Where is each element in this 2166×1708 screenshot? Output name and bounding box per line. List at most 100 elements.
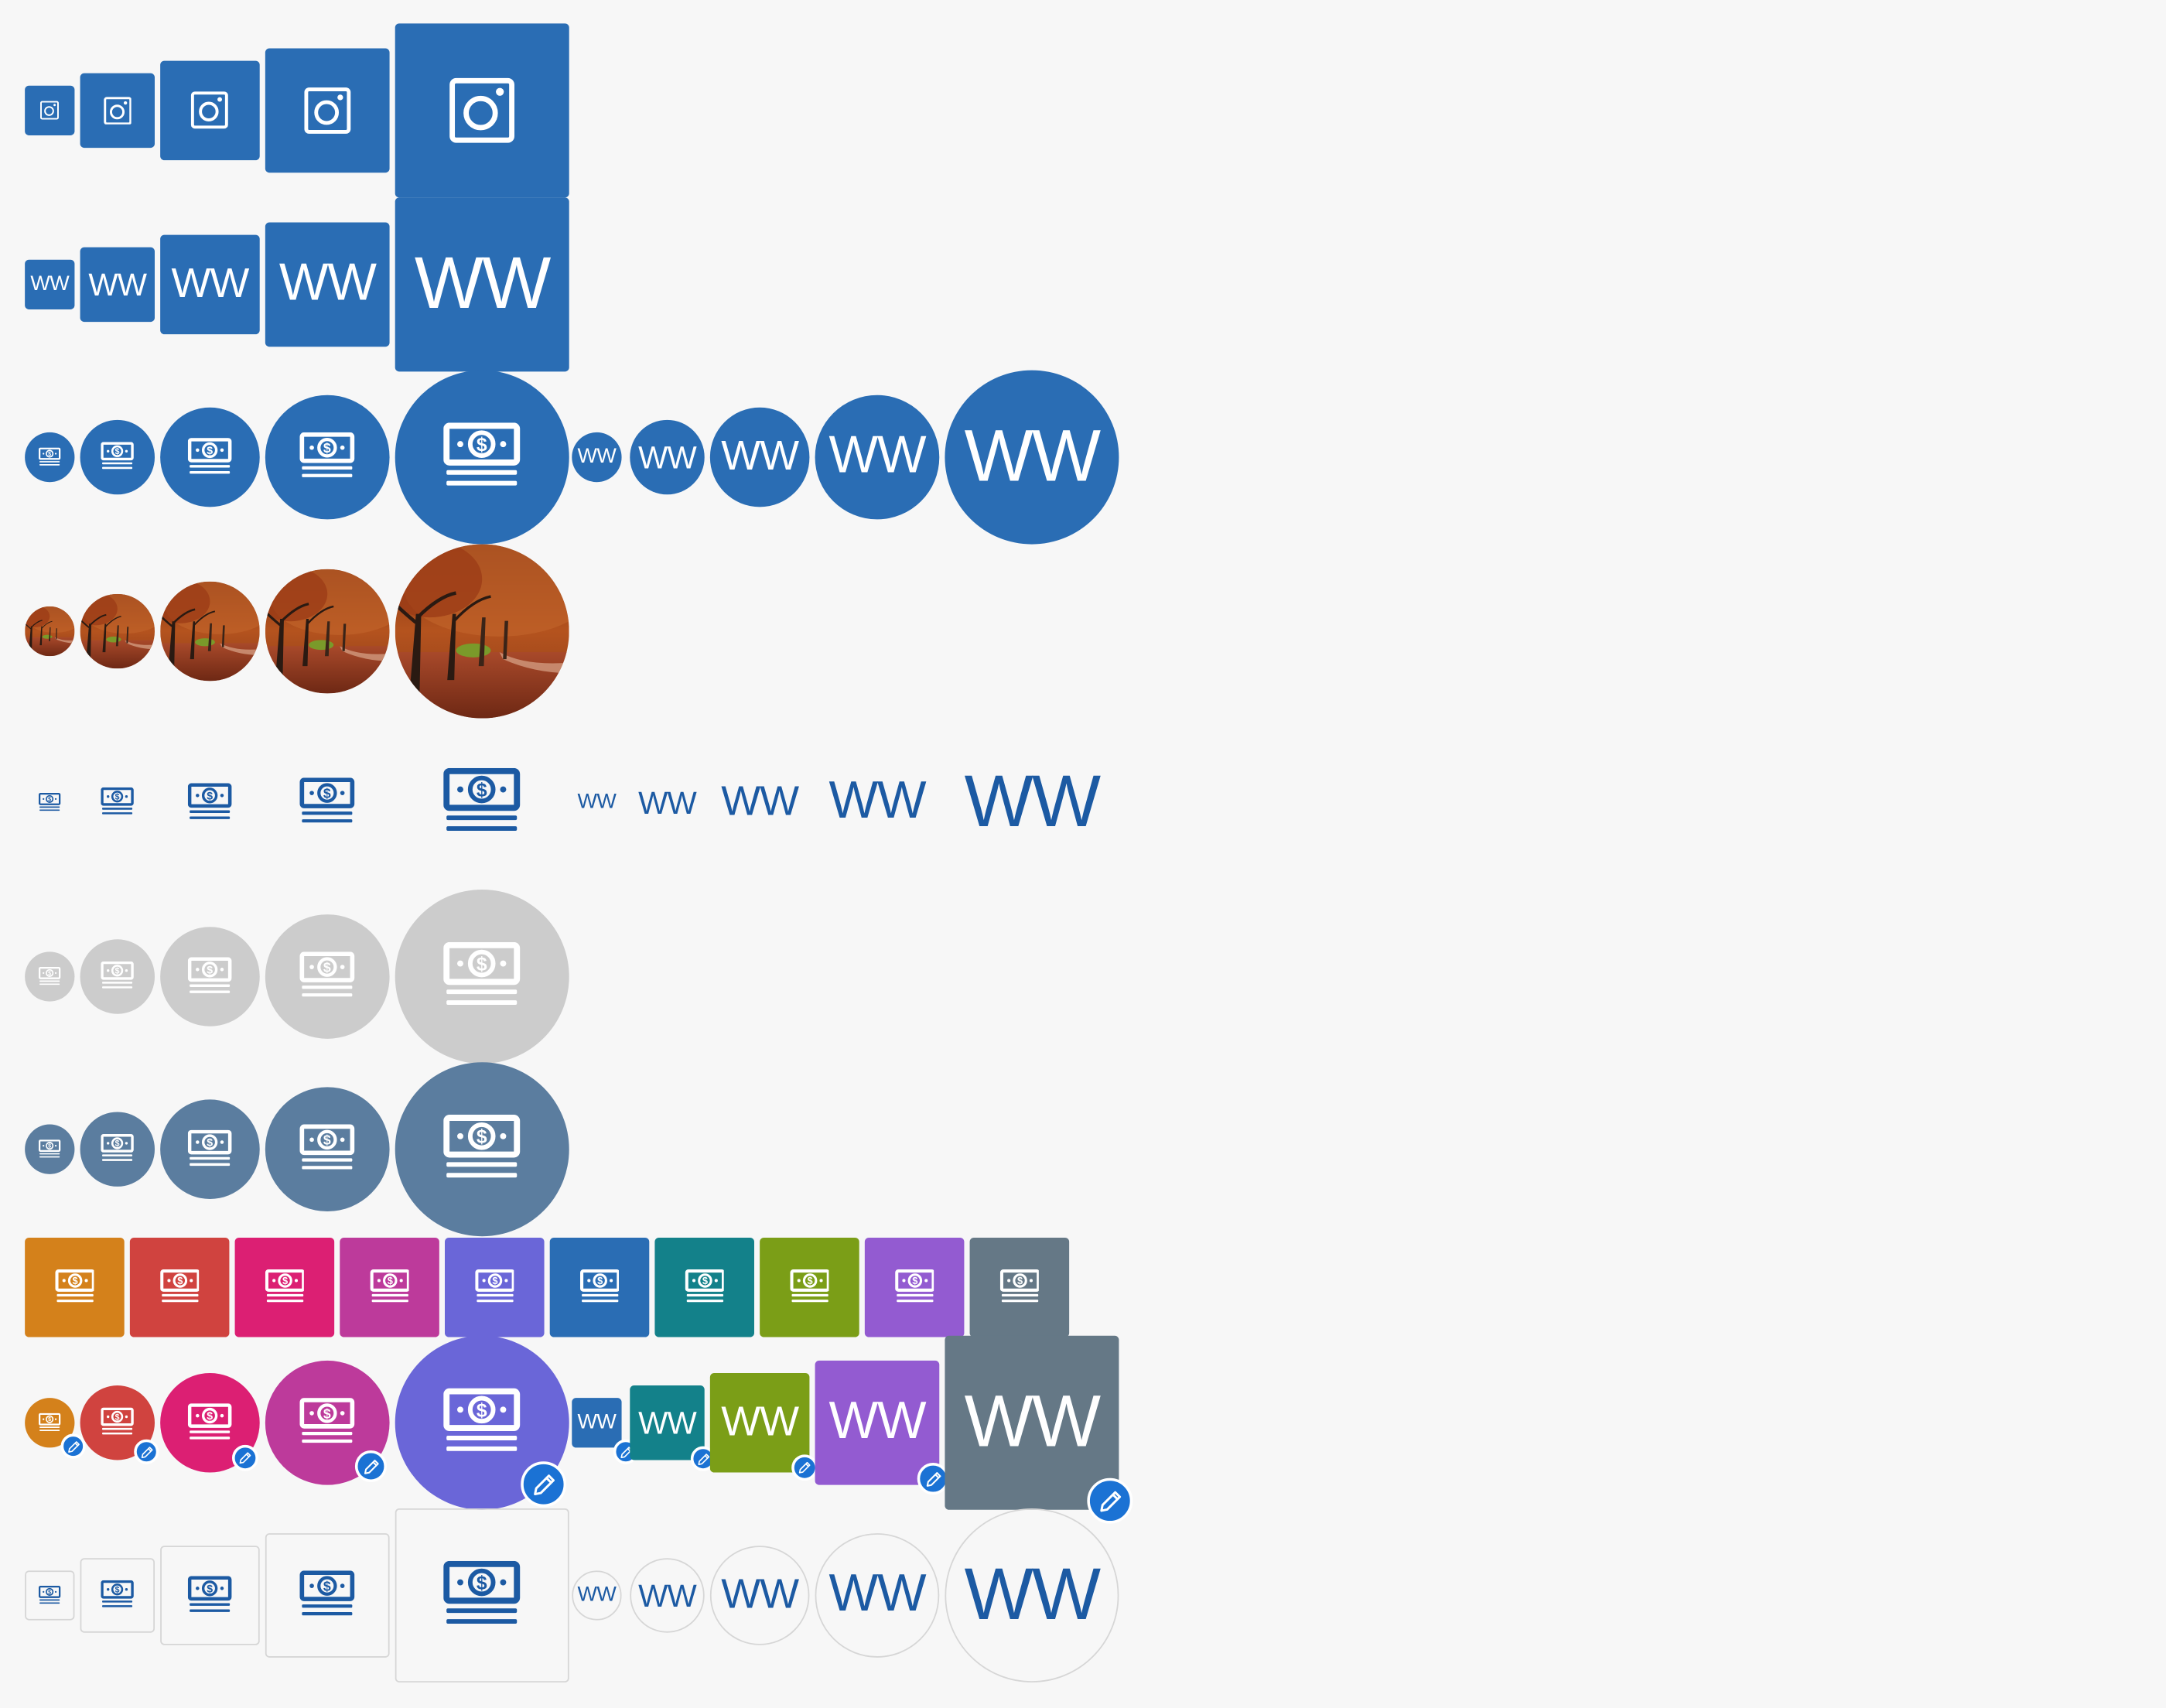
avatar-money-outline: $ <box>25 1570 75 1621</box>
svg-text:$: $ <box>48 452 51 457</box>
avatar-initials: WW <box>638 784 697 821</box>
avatar-instagram <box>265 48 390 173</box>
avatar-money-color: $ <box>234 1237 335 1337</box>
avatar-money-color: $ <box>654 1237 754 1337</box>
money-icon: $ <box>101 962 134 989</box>
money-icon: $ <box>39 1585 61 1604</box>
money-icon: $ <box>894 1269 934 1303</box>
autumn-trees-photo <box>80 593 155 669</box>
svg-text:$: $ <box>115 967 120 976</box>
avatar-initials-outline: WW <box>945 1508 1119 1682</box>
avatar-initials: WW <box>721 778 799 825</box>
avatar-money-color: $ <box>129 1237 230 1337</box>
edit-badge-button[interactable] <box>60 1433 86 1459</box>
edit-badge-button[interactable] <box>521 1461 567 1508</box>
pencil-icon <box>798 1461 811 1474</box>
svg-text:$: $ <box>115 1586 120 1595</box>
avatar-initials: WW <box>964 1553 1101 1635</box>
avatar-money-gray: $ <box>80 939 155 1014</box>
svg-text:$: $ <box>477 1127 487 1148</box>
svg-text:$: $ <box>323 960 331 975</box>
avatar-initials: WW <box>638 1576 697 1614</box>
edit-badge-button[interactable] <box>1087 1477 1133 1524</box>
money-icon: $ <box>789 1269 830 1303</box>
money-icon: $ <box>188 1129 232 1166</box>
avatar-initials-plain: WW <box>815 740 940 865</box>
avatar-initials: WW <box>828 426 927 485</box>
avatar-money-color: $ <box>969 1237 1070 1337</box>
avatar-money-editable: $ <box>160 1372 260 1473</box>
edit-badge-button[interactable] <box>134 1439 159 1464</box>
avatar-initials: WW <box>30 272 70 296</box>
edit-badge-button[interactable] <box>231 1444 258 1471</box>
avatar-money-plain: $ <box>25 777 74 827</box>
money-icon: $ <box>101 442 134 470</box>
avatar-initials: WW <box>721 433 799 480</box>
svg-text:$: $ <box>323 440 331 456</box>
avatar-money-slate: $ <box>395 1062 569 1237</box>
money-icon: $ <box>39 792 61 811</box>
avatar-initials-editable: WW <box>945 1335 1133 1524</box>
avatar-money-color: $ <box>549 1237 650 1337</box>
money-icon: $ <box>159 1269 200 1303</box>
avatar-instagram <box>160 60 260 161</box>
money-icon: $ <box>299 1124 355 1170</box>
svg-text:$: $ <box>115 448 120 457</box>
svg-text:$: $ <box>207 963 213 975</box>
money-icon: $ <box>443 767 521 832</box>
avatar-instagram <box>395 23 569 198</box>
avatar-photo <box>80 593 155 669</box>
avatar-initials-editable: WW <box>815 1360 949 1495</box>
instagram-icon <box>40 101 60 120</box>
avatar-initials: WW <box>721 1399 799 1445</box>
avatar-initials-circle: WW <box>815 395 940 520</box>
money-icon: $ <box>299 1398 355 1443</box>
instagram-icon <box>304 87 351 134</box>
svg-text:$: $ <box>48 1417 51 1423</box>
edit-badge-button[interactable] <box>791 1454 818 1481</box>
pencil-icon <box>1099 1490 1121 1512</box>
money-icon: $ <box>101 1134 134 1162</box>
money-icon: $ <box>54 1269 95 1303</box>
money-icon: $ <box>443 1560 521 1624</box>
pencil-icon <box>620 1446 632 1458</box>
svg-text:$: $ <box>207 444 213 456</box>
svg-text:$: $ <box>207 1582 213 1594</box>
avatar-money-gray: $ <box>160 927 260 1027</box>
svg-text:$: $ <box>477 1573 487 1594</box>
avatar-initials-editable: WW <box>572 1398 638 1464</box>
pencil-icon <box>533 1474 555 1495</box>
pencil-icon <box>67 1440 80 1452</box>
avatar-money-circle: $ <box>160 407 260 507</box>
avatar-initials-square: WW <box>160 234 260 335</box>
money-icon: $ <box>265 1269 305 1303</box>
avatar-money-editable: $ <box>80 1385 159 1464</box>
edit-badge-button[interactable] <box>917 1463 949 1495</box>
money-icon: $ <box>188 1402 232 1440</box>
pencil-icon <box>140 1446 152 1458</box>
money-icon: $ <box>443 422 521 486</box>
instagram-icon <box>191 91 229 129</box>
autumn-trees-photo <box>160 581 260 681</box>
money-icon: $ <box>999 1269 1040 1303</box>
svg-text:$: $ <box>702 1275 707 1286</box>
avatar-initials-plain: WW <box>630 765 704 839</box>
svg-text:$: $ <box>912 1275 917 1286</box>
avatar-money-plain: $ <box>265 740 390 865</box>
avatar-initials-plain: WW <box>572 777 621 827</box>
svg-text:$: $ <box>207 789 213 801</box>
avatar-initials: WW <box>828 1392 927 1451</box>
money-icon: $ <box>474 1269 514 1303</box>
instagram-icon <box>449 77 515 143</box>
money-icon: $ <box>101 787 134 815</box>
money-icon: $ <box>39 447 61 466</box>
money-icon: $ <box>579 1269 620 1303</box>
svg-text:$: $ <box>323 1132 331 1148</box>
edit-badge-button[interactable] <box>354 1450 387 1483</box>
svg-text:$: $ <box>477 435 487 456</box>
svg-text:$: $ <box>207 1409 213 1422</box>
avatar-initials: WW <box>964 1380 1101 1463</box>
avatar-instagram <box>80 73 155 149</box>
money-icon: $ <box>443 1388 521 1451</box>
avatar-money-outline: $ <box>80 1558 155 1633</box>
